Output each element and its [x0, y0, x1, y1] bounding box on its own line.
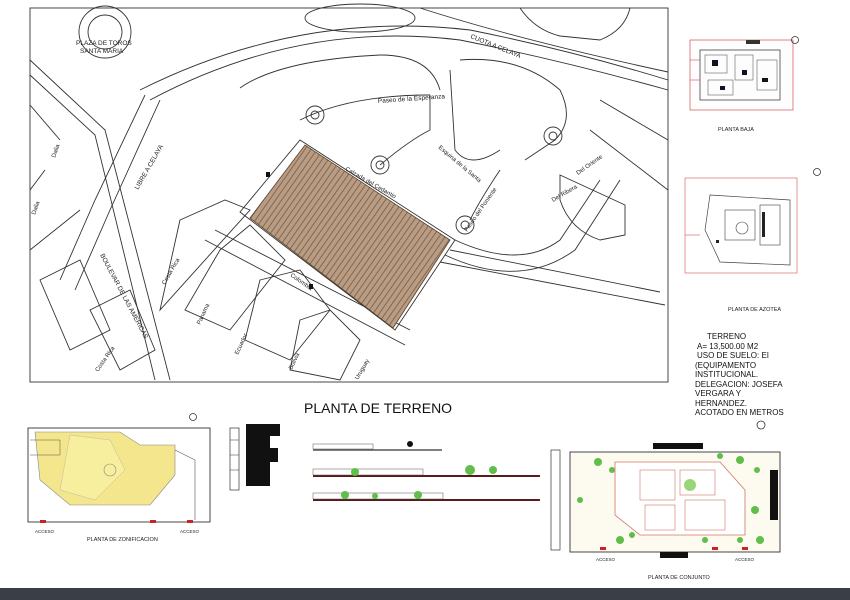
label-ribera: Del Ribera — [551, 184, 579, 204]
planta-azotea-thumb: PLANTA DE AZOTEA — [684, 168, 821, 313]
detail-column — [229, 424, 280, 491]
label-boulevard: BOULEVAR DE LAS AMERICAS — [98, 253, 149, 341]
notes-line: DELEGACION: JOSEFA — [695, 379, 783, 389]
label-bolivia: Bolivia — [288, 352, 301, 371]
notes-line: (EQUIPAMENTO — [695, 360, 757, 370]
label-ecuador: Ecuador — [234, 333, 249, 356]
label-plaza2: SANTA MARIA — [80, 48, 124, 55]
label-paseo: Paseo de la Esperanza — [378, 93, 446, 105]
bottom-bar — [0, 588, 850, 600]
label-libre: LIBRE A CELAYA — [134, 143, 166, 191]
notes-line: INSTITUCIONAL. — [695, 370, 759, 379]
notes-line: USO DE SUELO: EI — [697, 351, 770, 360]
notes-line: ACOTADO EN METROS — [695, 408, 784, 417]
marker-icon — [266, 172, 270, 177]
site-plan-frame — [29, 7, 669, 383]
zonificacion-plan: ACCESO ACCESO PLANTA DE ZONIFICACION — [27, 413, 211, 543]
label-costa-rica: Costa Rica — [162, 257, 182, 286]
marker-icon — [309, 284, 313, 289]
label-esquina: Esquina de la Santa — [437, 145, 483, 185]
label-poniente: Paseo del Poniente — [464, 187, 499, 234]
label-acceso: ACCESO — [180, 529, 200, 534]
label-dalia: Dalia — [51, 143, 62, 159]
label-oriente: Del Oriente — [576, 154, 605, 177]
label-conjunto: PLANTA DE CONJUNTO — [648, 575, 711, 581]
label-plaza: PLAZA DE TOROS — [76, 40, 132, 47]
label-dalia2: Dalia — [31, 200, 42, 216]
conjunto-plan: ACCESO ACCESO PLANTA DE CONJUNTO — [550, 420, 781, 581]
label-acceso: ACCESO — [735, 557, 755, 562]
notes-line: HERNANDEZ. — [695, 398, 748, 408]
terreno-lot — [249, 144, 451, 329]
notes-line: VERGARA Y — [695, 389, 742, 398]
label-zonificacion: PLANTA DE ZONIFICACION — [87, 537, 158, 543]
page-title: PLANTA DE TERRENO — [304, 400, 452, 416]
planta-baja-thumb: PLANTA BAJA — [689, 36, 799, 133]
label-uruguay: Uruguay — [355, 358, 372, 381]
elevations — [312, 441, 540, 501]
label-acceso: ACCESO — [596, 557, 616, 562]
terreno-notes: TERRENO A= 13,500.00 M2 USO DE SUELO: EI… — [695, 332, 805, 418]
label-panama: Panama — [196, 302, 211, 325]
label-acceso: ACCESO — [35, 529, 55, 534]
label-planta-baja: PLANTA BAJA — [718, 127, 754, 133]
notes-line: TERRENO — [707, 332, 747, 341]
label-cuota: CUOTA A CELAYA — [469, 33, 522, 60]
label-planta-azotea: PLANTA DE AZOTEA — [728, 307, 781, 313]
notes-line: A= 13,500.00 M2 — [697, 341, 759, 351]
label-costa-rica2: Costa Rica — [95, 345, 117, 373]
